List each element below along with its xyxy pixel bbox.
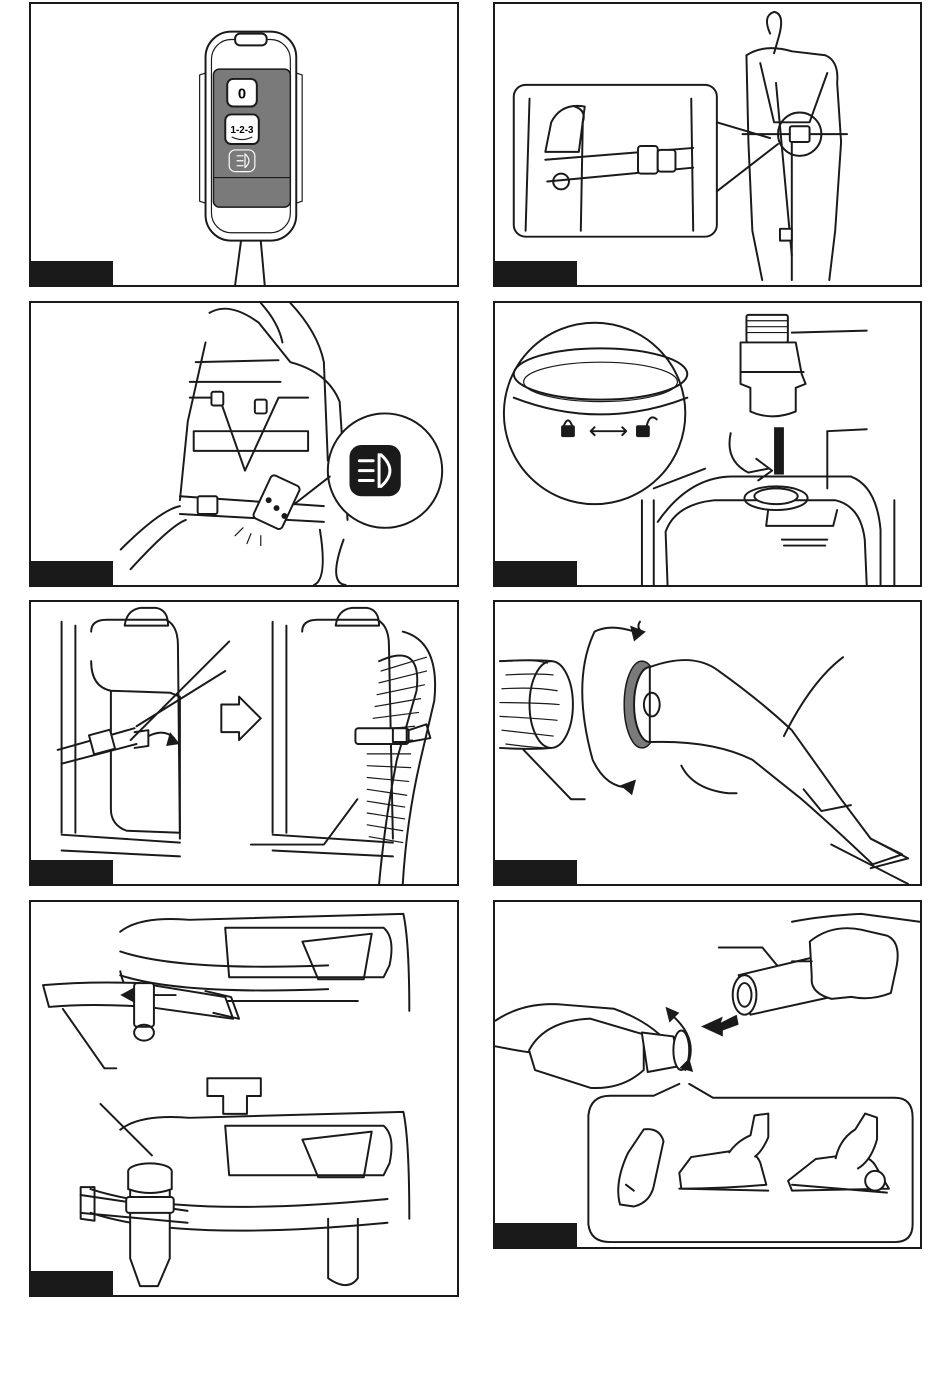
- figure-5-label: [31, 860, 113, 884]
- figure-8-panel: [493, 900, 922, 1249]
- figure-6-panel: [493, 600, 922, 886]
- hose-band-illustration: [31, 602, 457, 884]
- figure-1-label: [31, 261, 113, 285]
- remote-off-label: 0: [238, 87, 246, 103]
- light-button-illustration: [31, 303, 457, 585]
- figure-4-label: [495, 561, 577, 585]
- figure-7-panel: [29, 900, 459, 1297]
- figure-6-label: [495, 860, 577, 884]
- hose-handle-connect-illustration: [495, 602, 920, 884]
- hose-cuff-lock-illustration: [495, 303, 920, 585]
- figure-1-panel: 0 1-2-3: [29, 2, 459, 287]
- figure-2-panel: [493, 2, 922, 287]
- figure-4-panel: [493, 301, 922, 587]
- waist-belt-buckle-illustration: [495, 4, 920, 285]
- figure-7-label: [31, 1271, 113, 1295]
- nozzle-holder-illustration: [31, 902, 457, 1295]
- figure-3-label: [31, 561, 113, 585]
- figure-3-panel: [29, 301, 459, 587]
- figure-5-panel: [29, 600, 459, 886]
- attachments-illustration: [495, 902, 920, 1247]
- figure-8-label: [495, 1223, 577, 1247]
- remote-speed-label: 1-2-3: [231, 125, 255, 136]
- figure-2-label: [495, 261, 577, 285]
- remote-controller-illustration: 0 1-2-3: [31, 4, 457, 285]
